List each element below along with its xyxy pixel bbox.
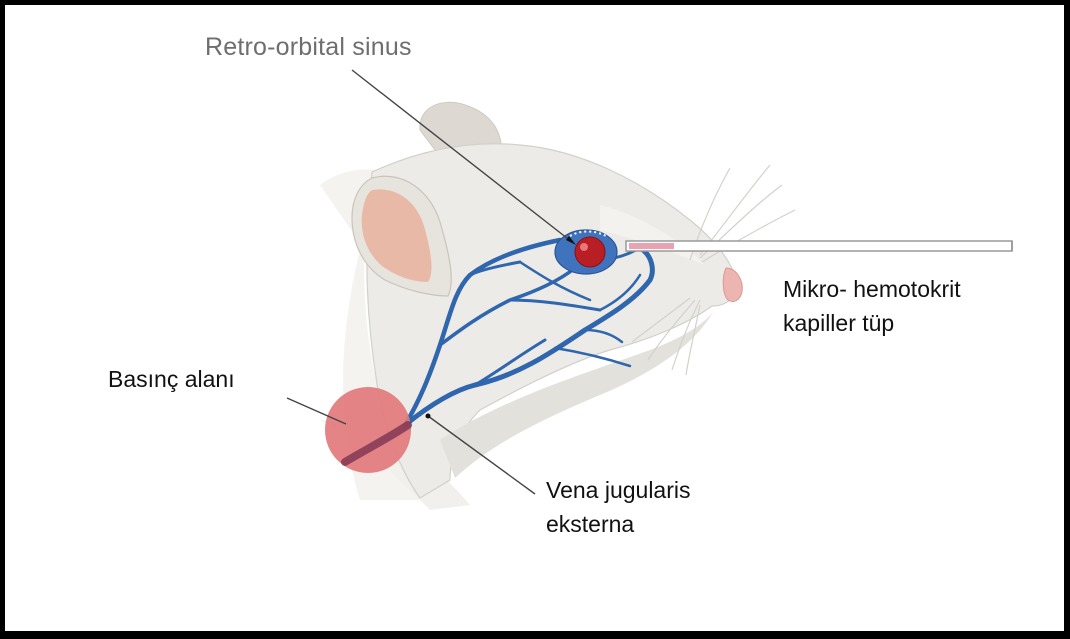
nose	[723, 268, 742, 302]
capillary-tube-label: Mikro- hemotokrit kapiller tüp	[783, 272, 961, 340]
pressure-area-label: Basınç alanı	[108, 366, 235, 393]
eye-highlight	[580, 243, 588, 251]
vena-jugularis-label-line1: Vena jugularis	[546, 473, 691, 507]
vena-jugularis-label: Vena jugularis eksterna	[546, 473, 691, 541]
capillary-tube-label-line2: kapiller tüp	[783, 306, 961, 340]
vena-jugularis-dot	[426, 414, 431, 419]
capillary-tube	[626, 241, 1012, 251]
vena-jugularis-label-line2: eksterna	[546, 507, 691, 541]
capillary-tube-tip	[629, 243, 674, 249]
capillary-tube-label-line1: Mikro- hemotokrit	[783, 272, 961, 306]
retro-orbital-label: Retro-orbital sinus	[205, 33, 412, 62]
eye	[575, 237, 605, 267]
